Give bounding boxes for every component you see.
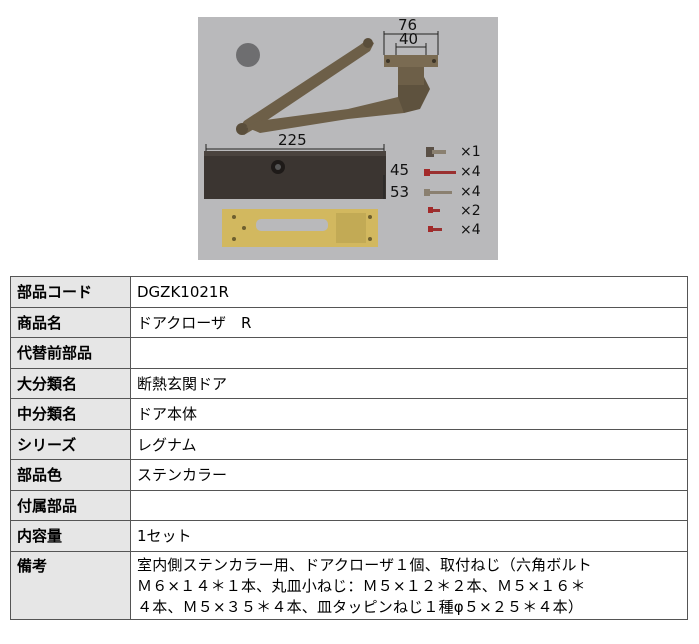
row-label: 中分類名 (10, 398, 131, 430)
row-label: 商品名 (10, 306, 131, 338)
table-row-notes: 備考 室内側ステンカラー用、ドアクローザ１個、取付ねじ（六角ボルト Ｍ６×１４＊… (10, 550, 688, 620)
table-row: 商品名 ドアクローザ R (10, 306, 688, 338)
product-photo: 76 40 225 45 53 (198, 17, 498, 260)
screw-tapping (424, 189, 452, 196)
table-row: 代替前部品 (10, 337, 688, 369)
closer-body (204, 151, 386, 199)
row-value: 断熱玄関ドア (130, 367, 688, 399)
closer-arm (238, 39, 374, 135)
row-label: シリーズ (10, 428, 131, 460)
screw-m5x16 (428, 226, 442, 232)
dimension-body-length: 225 (278, 131, 307, 149)
table-row: 中分類名 ドア本体 (10, 398, 688, 430)
screw-m5x35 (424, 169, 456, 176)
table-row: 大分類名 断熱玄関ドア (10, 367, 688, 399)
quantity-label-3: ×4 (460, 184, 481, 200)
screw-m5x12 (428, 207, 440, 213)
screw-hex-bolt (426, 147, 446, 157)
table-row: 部品コード DGZK1021R (10, 276, 688, 308)
notes-value: 室内側ステンカラー用、ドアクローザ１個、取付ねじ（六角ボルト Ｍ６×１４＊１本、… (130, 550, 688, 620)
row-value: ドア本体 (130, 398, 688, 430)
row-value: ドアクローザ R (130, 306, 688, 338)
quantity-label-1: ×1 (460, 144, 481, 160)
notes-label: 備考 (10, 550, 131, 620)
row-value: レグナム (130, 428, 688, 460)
row-label: 内容量 (10, 520, 131, 552)
row-value: DGZK1021R (130, 276, 688, 308)
table-row: シリーズ レグナム (10, 428, 688, 460)
row-value: ステンカラー (130, 459, 688, 491)
row-value (130, 337, 688, 369)
row-label: 部品色 (10, 459, 131, 491)
spec-table: 部品コード DGZK1021R 商品名 ドアクローザ R 代替前部品 大分類名 … (10, 276, 688, 620)
row-value: 1セット (130, 520, 688, 552)
row-label: 代替前部品 (10, 337, 131, 369)
table-row: 付属部品 (10, 489, 688, 521)
row-label: 付属部品 (10, 489, 131, 521)
dimension-bracket-width: 40 (399, 30, 418, 48)
dimension-body-height: 45 (390, 161, 409, 179)
row-label: 大分類名 (10, 367, 131, 399)
quantity-label-2: ×4 (460, 164, 481, 180)
quantity-label-5: ×4 (460, 222, 481, 238)
table-row: 部品色 ステンカラー (10, 459, 688, 491)
table-row: 内容量 1セット (10, 520, 688, 552)
row-value (130, 489, 688, 521)
cover-cap (236, 43, 260, 67)
dimension-arm-width: 76 (398, 17, 417, 34)
link-arm (246, 97, 410, 133)
quantity-label-4: ×2 (460, 203, 481, 219)
row-label: 部品コード (10, 276, 131, 308)
dimension-body-depth: 53 (390, 183, 409, 201)
arm-bracket (384, 55, 438, 67)
